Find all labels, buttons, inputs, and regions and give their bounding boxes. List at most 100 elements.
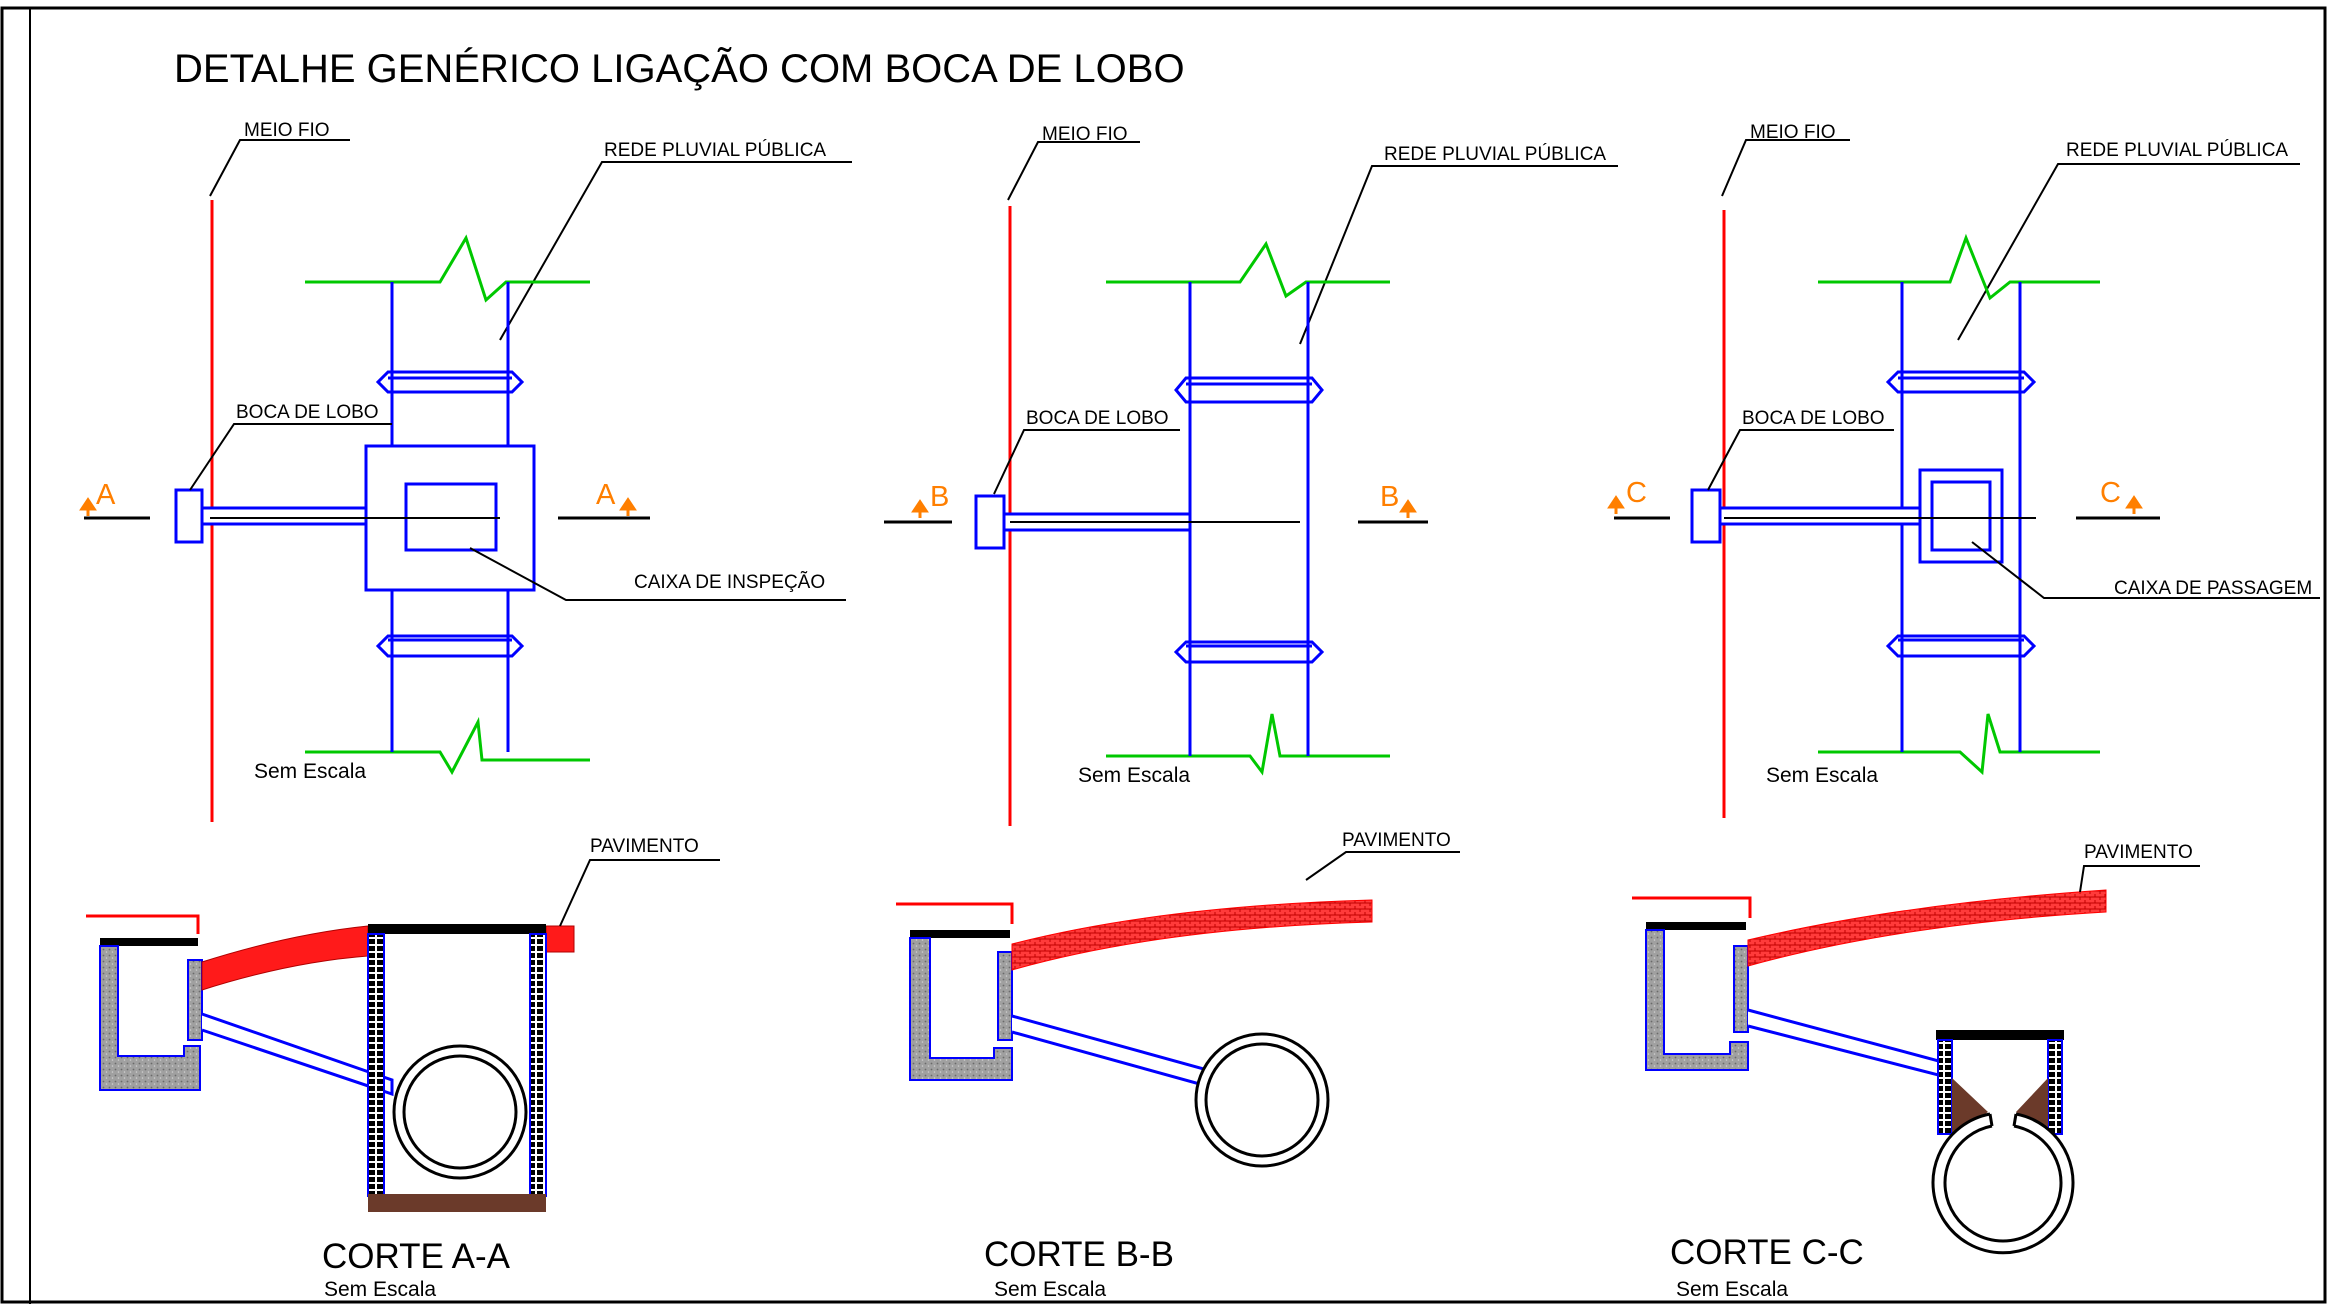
plan-view-c: MEIO FIO REDE PLUVIAL PÚBLICA C C BOCA D… bbox=[1607, 122, 2320, 818]
inlet-wall bbox=[187, 959, 203, 1041]
box-leader bbox=[469, 547, 846, 601]
break-line-top bbox=[305, 234, 590, 303]
box-base bbox=[368, 1194, 546, 1212]
branch-pipe bbox=[1747, 1008, 1952, 1080]
break-line-bottom bbox=[1106, 713, 1390, 776]
section-mark-right: B bbox=[1380, 481, 1399, 513]
network-label: REDE PLUVIAL PÚBLICA bbox=[1384, 143, 1606, 165]
pavement-label: PAVIMENTO bbox=[590, 836, 699, 857]
section-name: CORTE A-A bbox=[322, 1237, 511, 1276]
inlet-wall bbox=[997, 951, 1013, 1041]
box-fill bbox=[1952, 1078, 1988, 1132]
scale-note: Sem Escala bbox=[1078, 764, 1190, 787]
box-label: CAIXA DE INSPEÇÃO bbox=[634, 571, 825, 593]
box-leader bbox=[1971, 541, 2320, 599]
pavement-leader bbox=[559, 859, 720, 927]
section-scale: Sem Escala bbox=[994, 1278, 1106, 1301]
break-line-top bbox=[1818, 233, 2100, 301]
pavement-label: PAVIMENTO bbox=[1342, 830, 1451, 851]
box-wall-left bbox=[1937, 1039, 1953, 1135]
curb-outline bbox=[1632, 896, 1752, 918]
section-c-c: PAVIMENTO CORTE C-C Sem Escala bbox=[1632, 842, 2200, 1301]
public-pipe-section-inner bbox=[402, 1054, 518, 1170]
drawing-title: DETALHE GENÉRICO LIGAÇÃO COM BOCA DE LOB… bbox=[174, 46, 1185, 91]
network-label: REDE PLUVIAL PÚBLICA bbox=[2066, 139, 2288, 161]
pavement-leader bbox=[2079, 865, 2200, 893]
section-a-a: PAVIMENTO CORTE A-A Sem Escala bbox=[86, 836, 720, 1301]
curb-label: MEIO FIO bbox=[244, 120, 330, 141]
box-lid bbox=[1936, 1030, 2064, 1040]
branch-pipe bbox=[1718, 506, 1922, 526]
curb-top bbox=[910, 930, 1010, 938]
box-wall-right bbox=[2047, 1039, 2063, 1135]
section-arrow-icon bbox=[911, 499, 1417, 518]
section-mark-right: C bbox=[2100, 477, 2121, 509]
break-line-bottom bbox=[1818, 713, 2100, 776]
box-lid bbox=[368, 924, 546, 934]
junction-box bbox=[1918, 468, 2004, 564]
pavement-layer bbox=[201, 925, 369, 991]
curb-leader bbox=[1721, 139, 1850, 197]
inlet-concrete bbox=[1645, 929, 1749, 1071]
inlet-concrete bbox=[99, 945, 201, 1091]
public-pipe-section-inner bbox=[1204, 1042, 1320, 1158]
break-line-top bbox=[1106, 240, 1390, 299]
pipe-opening-edge bbox=[2012, 1113, 2018, 1127]
section-mark-right: A bbox=[596, 479, 616, 511]
pavement-layer bbox=[1747, 889, 2107, 967]
section-scale: Sem Escala bbox=[324, 1278, 436, 1301]
inlet-leader bbox=[1707, 429, 1894, 491]
public-pipe-section-inner bbox=[1943, 1124, 2063, 1243]
inlet-box bbox=[1690, 488, 1722, 544]
inlet-wall bbox=[1733, 945, 1749, 1033]
section-mark-left: C bbox=[1626, 477, 1647, 509]
section-mark-left: B bbox=[930, 481, 949, 513]
curb-leader bbox=[209, 139, 350, 197]
curb-outline bbox=[86, 914, 200, 934]
pavement-label: PAVIMENTO bbox=[2084, 842, 2193, 863]
section-arrow-icon bbox=[1607, 495, 2143, 514]
scale-note: Sem Escala bbox=[254, 760, 366, 783]
inlet-concrete bbox=[909, 937, 1013, 1081]
plan-view-a: MEIO FIO REDE PLUVIAL PÚBLICA A A BOCA D… bbox=[79, 120, 852, 822]
curb-top bbox=[1646, 922, 1746, 930]
break-line-bottom bbox=[305, 716, 590, 776]
network-label: REDE PLUVIAL PÚBLICA bbox=[604, 139, 826, 161]
box-label: CAIXA DE PASSAGEM bbox=[2114, 578, 2312, 599]
curb-top bbox=[100, 938, 198, 946]
inlet-label: BOCA DE LOBO bbox=[1026, 408, 1169, 429]
section-name: CORTE B-B bbox=[984, 1235, 1174, 1274]
section-arrow-icon bbox=[79, 497, 637, 516]
box-fill bbox=[2016, 1078, 2048, 1132]
inlet-box bbox=[174, 488, 204, 544]
pipe-opening-edge bbox=[1988, 1113, 1994, 1127]
curb-outline bbox=[896, 902, 1014, 924]
section-b-b: PAVIMENTO CORTE B-B Sem Escala bbox=[896, 830, 1460, 1301]
branch-pipe bbox=[1011, 1014, 1225, 1090]
network-leader bbox=[499, 161, 852, 341]
public-pipe bbox=[1173, 282, 1325, 756]
box-wall-left bbox=[367, 933, 385, 1197]
branch-pipe bbox=[200, 506, 368, 526]
sheet-border bbox=[0, 6, 2327, 1304]
curb-label: MEIO FIO bbox=[1042, 124, 1128, 145]
inlet-leader bbox=[189, 423, 392, 491]
plan-view-b: MEIO FIO REDE PLUVIAL PÚBLICA B B BOCA D… bbox=[884, 124, 1618, 826]
pavement-layer bbox=[545, 925, 575, 953]
section-scale: Sem Escala bbox=[1676, 1278, 1788, 1301]
inlet-leader bbox=[993, 429, 1180, 495]
inlet-label: BOCA DE LOBO bbox=[236, 402, 379, 423]
pavement-leader bbox=[1305, 851, 1460, 881]
inlet-label: BOCA DE LOBO bbox=[1742, 408, 1885, 429]
network-leader bbox=[1957, 163, 2300, 341]
section-name: CORTE C-C bbox=[1670, 1233, 1864, 1272]
network-leader bbox=[1299, 165, 1618, 345]
section-mark-left: A bbox=[96, 479, 116, 511]
curb-leader bbox=[1007, 141, 1140, 201]
pavement-layer bbox=[1011, 899, 1373, 971]
inlet-box bbox=[974, 494, 1006, 550]
box-wall-right bbox=[529, 933, 547, 1197]
scale-note: Sem Escala bbox=[1766, 764, 1878, 787]
curb-label: MEIO FIO bbox=[1750, 122, 1836, 143]
